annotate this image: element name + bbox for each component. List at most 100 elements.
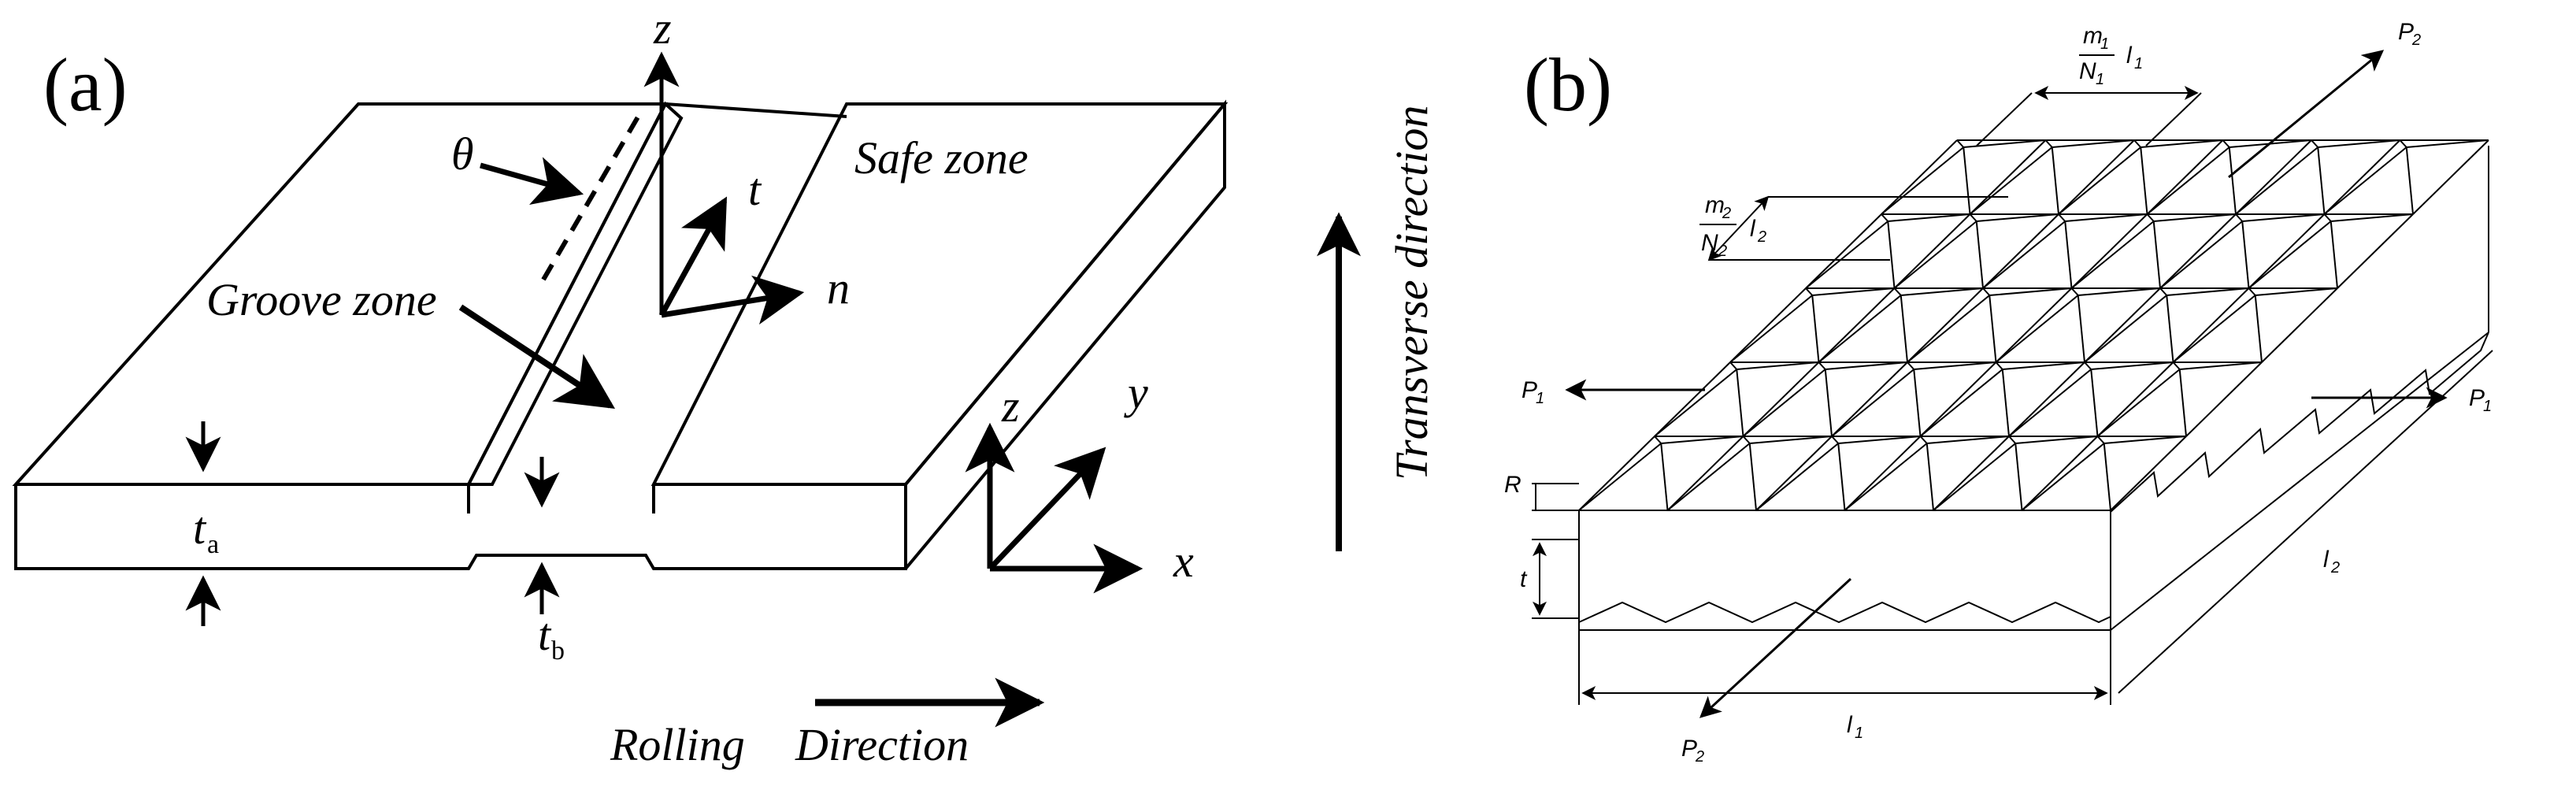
fold-edge <box>2110 436 2187 511</box>
fold-edge <box>2235 146 2318 215</box>
panel-a-label: (a) <box>43 43 128 127</box>
fold-edge <box>2254 295 2263 363</box>
t-label: t <box>748 164 762 215</box>
groove-strip <box>465 101 684 486</box>
folded-plate <box>1578 146 2489 631</box>
fold-edge <box>2084 361 2092 370</box>
p1-left-label: P <box>1522 377 1537 403</box>
fold-edge <box>2412 139 2489 215</box>
groove-zone-label: Groove zone <box>206 274 437 325</box>
theta-label: θ <box>451 128 474 180</box>
fold-edge <box>2178 369 2187 437</box>
fold-edge <box>1969 146 2053 215</box>
fold-edge <box>2077 287 2161 296</box>
fold-edge <box>1666 443 1751 511</box>
fold-edge <box>2235 213 2243 222</box>
fold-edge <box>2070 213 2148 289</box>
fold-edge <box>1844 443 1928 511</box>
fold-edge <box>2405 146 2414 215</box>
fold-edge <box>2330 213 2414 222</box>
fold-edge <box>2255 287 2338 296</box>
fold-edge <box>2058 139 2135 215</box>
p1-right-label: P <box>2469 385 2485 411</box>
fold-edge <box>1818 361 1826 370</box>
fold-edge <box>2330 221 2338 289</box>
fold-edge <box>2228 146 2237 215</box>
fold-edge <box>2091 361 2174 370</box>
fold-edge <box>1907 295 1990 363</box>
fold-edge <box>1654 361 1731 437</box>
panel-a: (a) z θ t n Safe zone G <box>12 2 1437 770</box>
fold-edge <box>2021 436 2099 511</box>
fold-edge <box>1926 436 2010 444</box>
fold-edge <box>1825 361 1908 370</box>
m1-sub: 1 <box>2100 35 2109 53</box>
fold-edge <box>1831 369 1914 437</box>
fold-edge <box>2146 139 2224 215</box>
coord-x-label: x <box>1173 536 1194 587</box>
fold-edge <box>1893 213 1971 289</box>
p2-top-arrow <box>2228 50 2385 179</box>
fold-edge <box>1963 146 1971 215</box>
fold-edge <box>2133 139 2141 148</box>
fold-edge <box>2140 146 2148 215</box>
n1-label: N <box>2079 58 2096 84</box>
fold-edge <box>2172 295 2256 363</box>
front-face-b <box>1578 510 2111 631</box>
fold-edge <box>1578 443 1662 511</box>
l2-sub: 2 <box>2330 559 2340 577</box>
n-label: n <box>827 262 850 313</box>
fold-edge <box>1844 436 1922 511</box>
fold-edge <box>1933 436 2010 511</box>
fold-edge <box>1661 436 1744 444</box>
dim-m1-ext-right <box>2145 92 2202 146</box>
fold-edge <box>1755 436 1833 511</box>
l1-top-label: l <box>2126 43 2133 69</box>
fold-edge <box>1956 139 1964 148</box>
direction-label: Direction <box>795 719 969 770</box>
l2-left-label: l <box>1750 216 1756 242</box>
theta-dashed-line <box>541 109 644 281</box>
fold-edge <box>1975 221 1984 289</box>
fold-edge <box>1729 287 1807 363</box>
fold-edge <box>2152 221 2161 289</box>
fold-edge <box>1919 436 1928 444</box>
coord-z-label: z <box>1001 380 1020 432</box>
fold-edge <box>2179 361 2263 370</box>
fold-grid <box>1578 139 2489 511</box>
p1-right-sub: 1 <box>2483 398 2492 415</box>
fold-edge <box>2140 139 2223 148</box>
fold-edge <box>1881 213 1888 222</box>
fold-edge <box>1881 139 1958 215</box>
coord-y-axis <box>988 447 1106 571</box>
fold-edge <box>1881 146 1964 215</box>
right-bottom-edge <box>2110 332 2489 631</box>
fold-edge <box>1989 287 2072 296</box>
n-axis <box>661 275 805 325</box>
l2-label: l <box>2323 547 2330 573</box>
m2-label: m <box>1705 192 1725 218</box>
fold-edge <box>2311 139 2318 148</box>
fold-edge <box>1963 139 2046 148</box>
l1-top-sub: 1 <box>2134 55 2143 72</box>
fold-edge <box>1900 287 1984 296</box>
fold-edge <box>1995 287 2073 363</box>
tb-label: t <box>538 609 552 660</box>
fold-edge <box>1729 361 1737 370</box>
fold-edge <box>2064 221 2073 289</box>
t-axis <box>658 196 728 317</box>
fold-edge <box>1995 361 2003 370</box>
fold-edge <box>1755 443 1839 511</box>
fold-edge <box>2159 221 2243 289</box>
fold-edge <box>2096 369 2181 437</box>
safe-zone-label: Safe zone <box>854 132 1029 184</box>
l2-dim <box>2118 350 2493 694</box>
fold-edge <box>1837 443 1846 511</box>
rolling-label: Rolling <box>610 719 745 770</box>
fold-edge <box>2065 213 2148 222</box>
fold-edge <box>2070 287 2079 296</box>
l1-sub: 1 <box>1855 725 1863 742</box>
dim-m2 <box>1707 195 1770 261</box>
